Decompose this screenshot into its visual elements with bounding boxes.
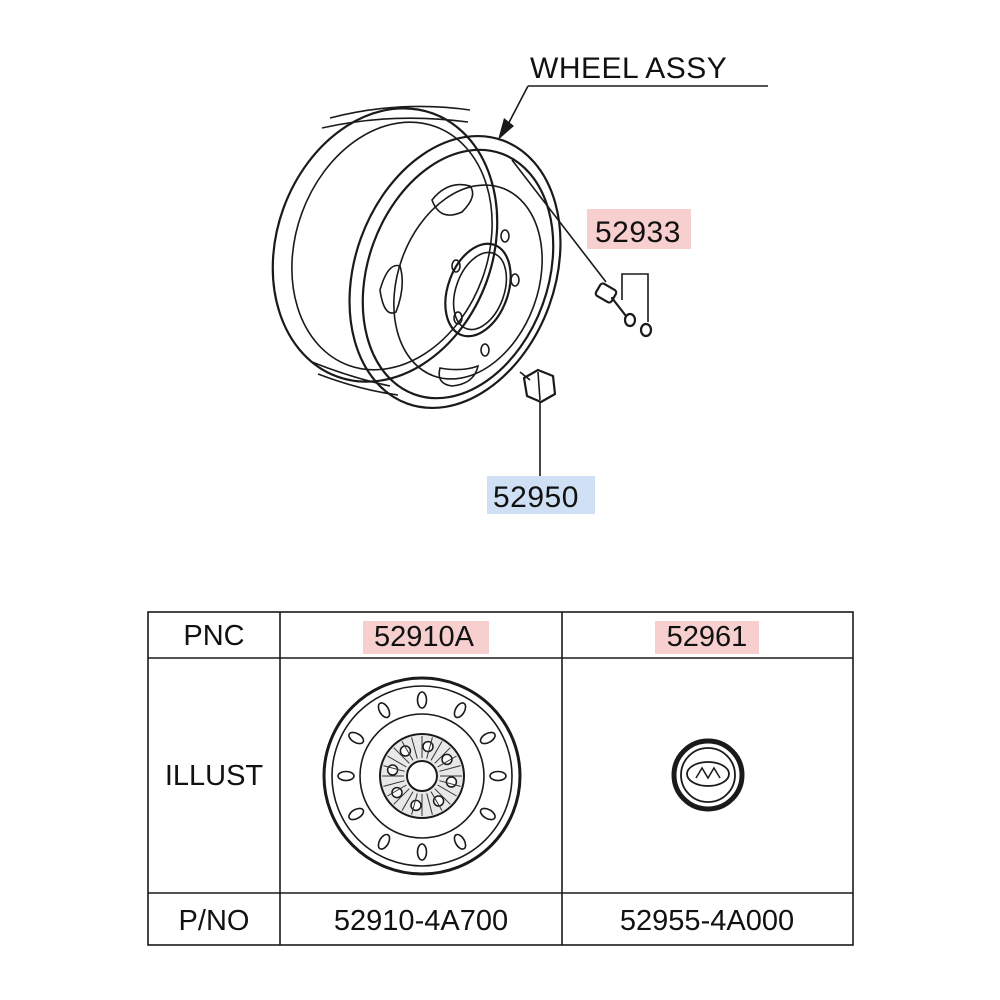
wheel-assembly-drawing bbox=[271, 105, 562, 410]
valve-callout-highlight bbox=[587, 209, 691, 249]
valve-callout-bracket bbox=[621, 273, 649, 322]
row-header-pno: P/NO bbox=[179, 905, 250, 937]
pnc-1-highlight bbox=[363, 621, 489, 654]
title-leader-arrow bbox=[498, 118, 514, 140]
row-header-pnc: PNC bbox=[183, 620, 244, 652]
parts-table: PNC ILLUST P/NO 52910A 52910-4A700 52961… bbox=[147, 611, 854, 946]
hub-cap-icon bbox=[671, 738, 745, 812]
nut-callout-label[interactable]: 52950 bbox=[493, 481, 579, 514]
steel-wheel-icon bbox=[322, 676, 522, 876]
pnc-1-cell[interactable]: 52910A bbox=[374, 621, 475, 653]
row-header-illust: ILLUST bbox=[165, 760, 264, 792]
wheel-assy-title: WHEEL ASSY bbox=[530, 52, 727, 85]
pno-1-cell[interactable]: 52910-4A700 bbox=[334, 905, 508, 937]
nut-callout-highlight bbox=[487, 476, 595, 514]
pnc-2-highlight bbox=[655, 621, 759, 654]
valve-callout-label[interactable]: 52933 bbox=[595, 216, 681, 249]
valve-stem-part bbox=[511, 159, 653, 338]
pno-2-cell[interactable]: 52955-4A000 bbox=[620, 905, 794, 937]
lug-nut-part bbox=[519, 368, 557, 404]
pnc-2-cell[interactable]: 52961 bbox=[667, 621, 748, 653]
